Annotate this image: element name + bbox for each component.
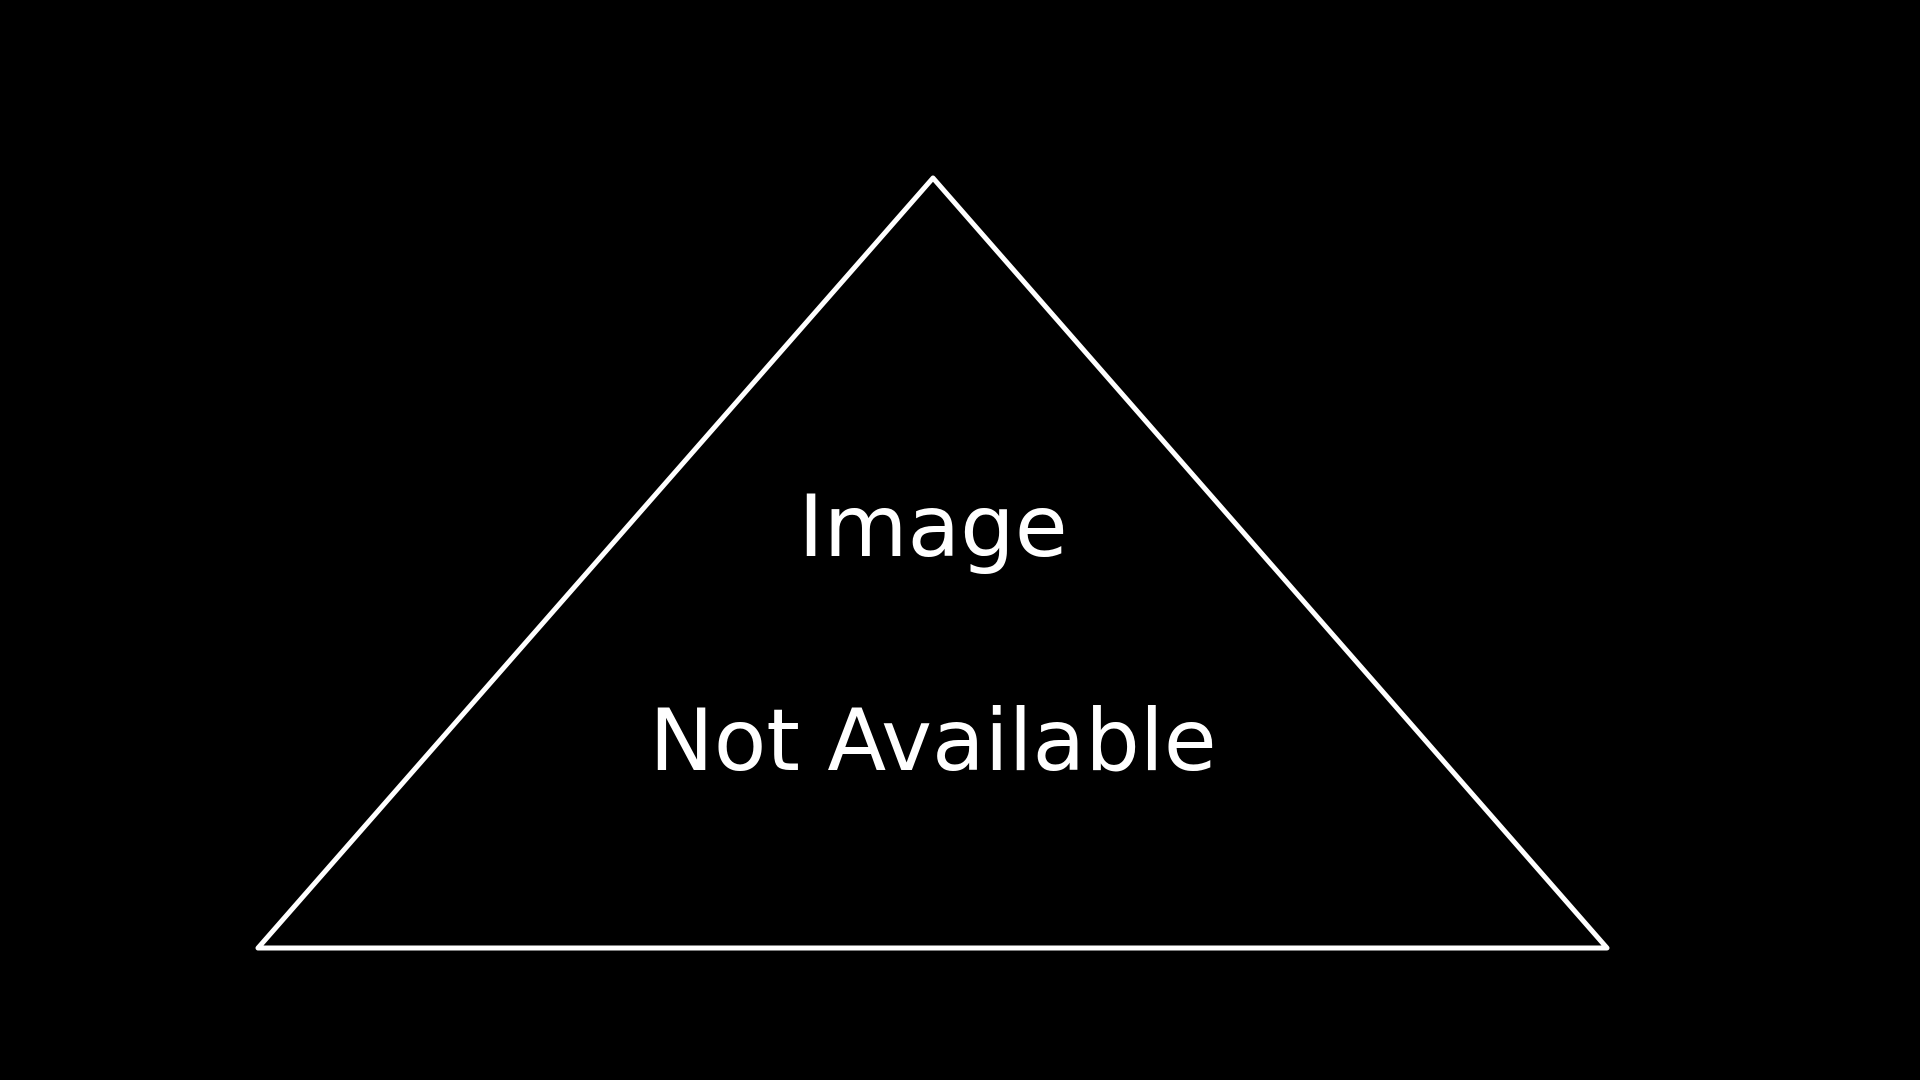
placeholder-title: Image <box>798 477 1068 577</box>
placeholder-subtitle: Not Available <box>649 691 1217 791</box>
triangle-outline <box>255 175 1610 951</box>
